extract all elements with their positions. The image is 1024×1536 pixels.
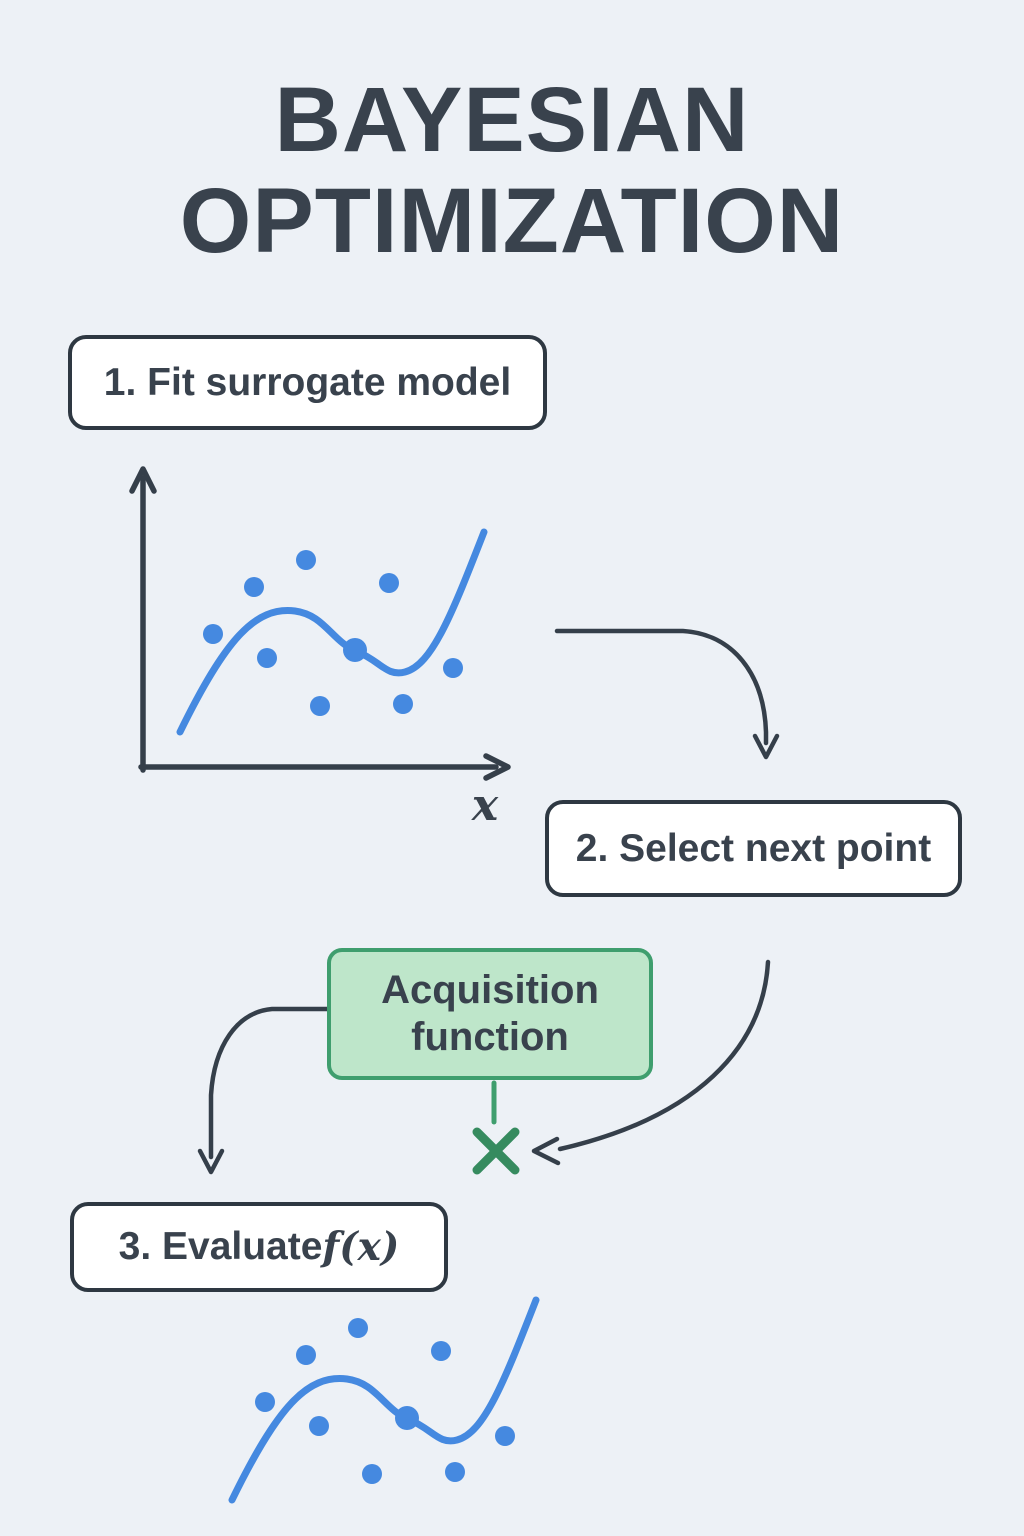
step-1-label: 1. Fit surrogate model xyxy=(103,360,512,404)
step-1-box: 1. Fit surrogate model xyxy=(68,335,547,430)
plot1-surrogate-curve xyxy=(176,528,488,736)
step-2-box: 2. Select next point xyxy=(545,800,962,897)
step-3-label: 3. Evaluate xyxy=(118,1225,323,1268)
data-point xyxy=(348,1318,368,1338)
data-point xyxy=(310,696,330,716)
data-point xyxy=(296,550,316,570)
page-title: BAYESIAN OPTIMIZATION xyxy=(0,70,1024,272)
x-axis-label: x xyxy=(471,780,499,831)
data-point xyxy=(362,1464,382,1484)
arrow-step1-to-step2 xyxy=(554,628,780,760)
acquisition-function-box: Acquisition function xyxy=(327,948,653,1080)
data-point xyxy=(309,1416,329,1436)
data-point xyxy=(255,1392,275,1412)
data-point xyxy=(393,694,413,714)
acquisition-function-label: Acquisition function xyxy=(381,968,599,1059)
arrow-acquisition-to-step3 xyxy=(197,1006,330,1175)
arrow-step2-to-x xyxy=(531,959,771,1166)
data-point xyxy=(445,1462,465,1482)
plot1-data-points xyxy=(203,550,463,716)
arrow-down-head-icon xyxy=(752,733,780,760)
step-3-math-fx: f(x) xyxy=(322,1224,400,1270)
plot1-axes xyxy=(129,466,511,781)
x-axis-arrowhead-icon xyxy=(483,753,511,781)
data-point xyxy=(395,1406,419,1430)
data-point xyxy=(257,648,277,668)
step-2-label: 2. Select next point xyxy=(575,826,932,870)
data-point xyxy=(379,573,399,593)
arrow-line xyxy=(557,959,771,1152)
data-point xyxy=(343,638,367,662)
plot2-surrogate-curve xyxy=(228,1296,540,1504)
step-3-box: 3. Evaluate f(x) xyxy=(70,1202,448,1292)
data-point xyxy=(244,577,264,597)
selected-point-x-icon xyxy=(472,1127,520,1175)
title-line-2: OPTIMIZATION xyxy=(179,170,845,272)
arrow-left-head-icon xyxy=(531,1136,561,1166)
y-axis-arrowhead-icon xyxy=(129,466,157,494)
data-point xyxy=(443,658,463,678)
arrow-down-head-icon xyxy=(197,1148,225,1175)
data-point xyxy=(495,1426,515,1446)
title-line-1: BAYESIAN xyxy=(274,69,750,171)
plot2-data-points xyxy=(255,1318,515,1484)
arrow-line xyxy=(554,628,769,746)
data-point xyxy=(431,1341,451,1361)
data-point xyxy=(296,1345,316,1365)
arrow-line xyxy=(208,1006,330,1160)
data-point xyxy=(203,624,223,644)
